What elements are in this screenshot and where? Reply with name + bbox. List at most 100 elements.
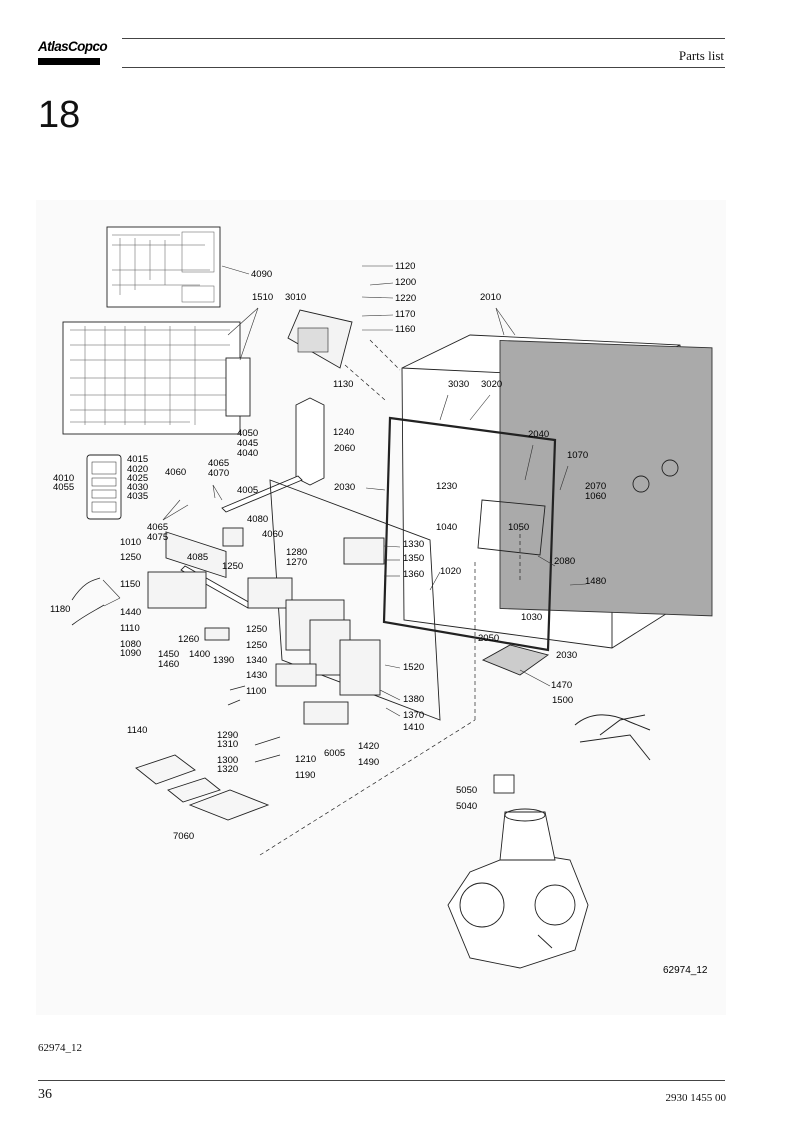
part-label-2030: 2030: [334, 482, 355, 493]
part-label-4035: 4035: [127, 491, 148, 502]
part-label-2050: 2050: [478, 633, 499, 644]
compressor-element: [447, 851, 589, 969]
part-label-1100: 1100: [246, 686, 266, 697]
figure-caption: 62974_12: [38, 1042, 82, 1054]
part-label-1450: 1450: [158, 649, 179, 660]
logo-underline: [38, 58, 100, 65]
drawing-svg: 4090151030101120120012201170116020101130…: [50, 226, 713, 976]
part-label-1270: 1270: [286, 557, 307, 568]
cable-entry-hole-1: [632, 475, 650, 493]
part-label-4060: 4060: [165, 467, 186, 478]
part-label-3020: 3020: [481, 379, 502, 390]
part-label-2030: 2030: [556, 650, 577, 661]
din-rail-upper: [221, 475, 303, 513]
part-label-3010: 3010: [285, 292, 306, 303]
cable-harness: [574, 714, 651, 761]
cable-duct-vertical: [295, 397, 325, 486]
fuse-cable-1: [71, 577, 101, 601]
part-label-1160: 1160: [395, 324, 415, 335]
part-label-1470: 1470: [551, 680, 572, 691]
page-header-title: Parts list: [678, 48, 724, 63]
part-label-1370: 1370: [403, 710, 424, 721]
part-label-4065: 4065: [208, 458, 229, 469]
part-label-1210: 1210: [295, 754, 316, 765]
part-label-1520: 1520: [403, 662, 424, 673]
part-label-1360: 1360: [403, 569, 424, 580]
document-number: 2930 1455 00: [665, 1092, 727, 1104]
part-label-1330: 1330: [403, 539, 424, 550]
contactor-row-1: [165, 531, 227, 579]
part-label-4045: 4045: [237, 438, 258, 449]
part-label-4075: 4075: [147, 532, 168, 543]
section-number: 18: [38, 94, 81, 136]
part-label-1010: 1010: [120, 537, 141, 548]
breaker-group-mid: [247, 577, 293, 609]
part-label-1140: 1140: [127, 725, 147, 736]
fuse-cable-2: [71, 604, 105, 626]
part-label-1110: 1110: [120, 623, 140, 634]
terminal-block-1: [275, 663, 317, 687]
part-label-1230: 1230: [436, 481, 457, 492]
part-label-4010: 4010: [53, 473, 74, 484]
terminal-strip-2: [167, 777, 221, 803]
door-seal-gasket: [382, 416, 557, 652]
part-label-1290: 1290: [217, 730, 238, 741]
part-label-4020: 4020: [127, 464, 148, 475]
part-label-5040: 5040: [456, 801, 477, 812]
part-label-4080: 4080: [247, 514, 268, 525]
wiring-diagram-sheet-small: [106, 226, 221, 308]
part-label-1390: 1390: [213, 655, 234, 666]
part-label-1250: 1250: [222, 561, 243, 572]
part-label-4015: 4015: [127, 454, 148, 465]
part-label-7060: 7060: [173, 831, 194, 842]
header-rule-bottom: [122, 67, 725, 68]
brand-name: AtlasCopco: [38, 39, 108, 54]
wiring-diagram-sheet-side: [225, 357, 251, 417]
part-label-1440: 1440: [120, 607, 141, 618]
fuse-holder: [204, 627, 230, 641]
part-label-1180: 1180: [50, 604, 70, 615]
atlas-copco-logo: AtlasCopco: [38, 38, 108, 68]
part-label-1260: 1260: [178, 634, 199, 645]
part-label-1050: 1050: [508, 522, 529, 533]
part-label-4050: 4050: [237, 428, 258, 439]
part-label-4025: 4025: [127, 473, 148, 484]
part-label-1250: 1250: [246, 640, 267, 651]
part-label-1130: 1130: [333, 379, 353, 390]
part-label-1400: 1400: [189, 649, 210, 660]
part-label-4030: 4030: [127, 482, 148, 493]
part-label-1190: 1190: [295, 770, 315, 781]
part-label-1510: 1510: [252, 292, 273, 303]
fan-filter-grille: [481, 644, 550, 676]
cabinet-door-panel: [499, 339, 713, 617]
part-label-1220: 1220: [395, 293, 416, 304]
part-label-1350: 1350: [403, 553, 424, 564]
keypad-card: [86, 454, 122, 520]
terminal-strip-1: [135, 754, 196, 785]
cable-entry-hole-2: [661, 459, 679, 477]
part-label-1090: 1090: [120, 648, 141, 659]
part-label-4055: 4055: [53, 482, 74, 493]
part-label-1310: 1310: [217, 739, 238, 750]
header-rule-top: [122, 38, 725, 39]
part-label-1080: 1080: [120, 639, 141, 650]
part-label-4005: 4005: [237, 485, 258, 496]
terminal-strip-3: [188, 789, 270, 821]
part-label-3030: 3030: [448, 379, 469, 390]
part-label-1060: 1060: [585, 491, 606, 502]
part-label-1280: 1280: [286, 547, 307, 558]
part-label-1380: 1380: [403, 694, 424, 705]
part-label-1040: 1040: [436, 522, 457, 533]
part-label-1200: 1200: [395, 277, 416, 288]
terminal-block-2: [303, 701, 349, 725]
part-label-2060: 2060: [334, 443, 355, 454]
part-label-1030: 1030: [521, 612, 542, 623]
vsd-module: [343, 537, 385, 565]
breaker-group-left: [147, 571, 207, 609]
part-label-6005: 6005: [324, 748, 345, 759]
part-label-1070: 1070: [567, 450, 588, 461]
part-label-1340: 1340: [246, 655, 267, 666]
part-label-1120: 1120: [395, 261, 415, 272]
part-label-1420: 1420: [358, 741, 379, 752]
